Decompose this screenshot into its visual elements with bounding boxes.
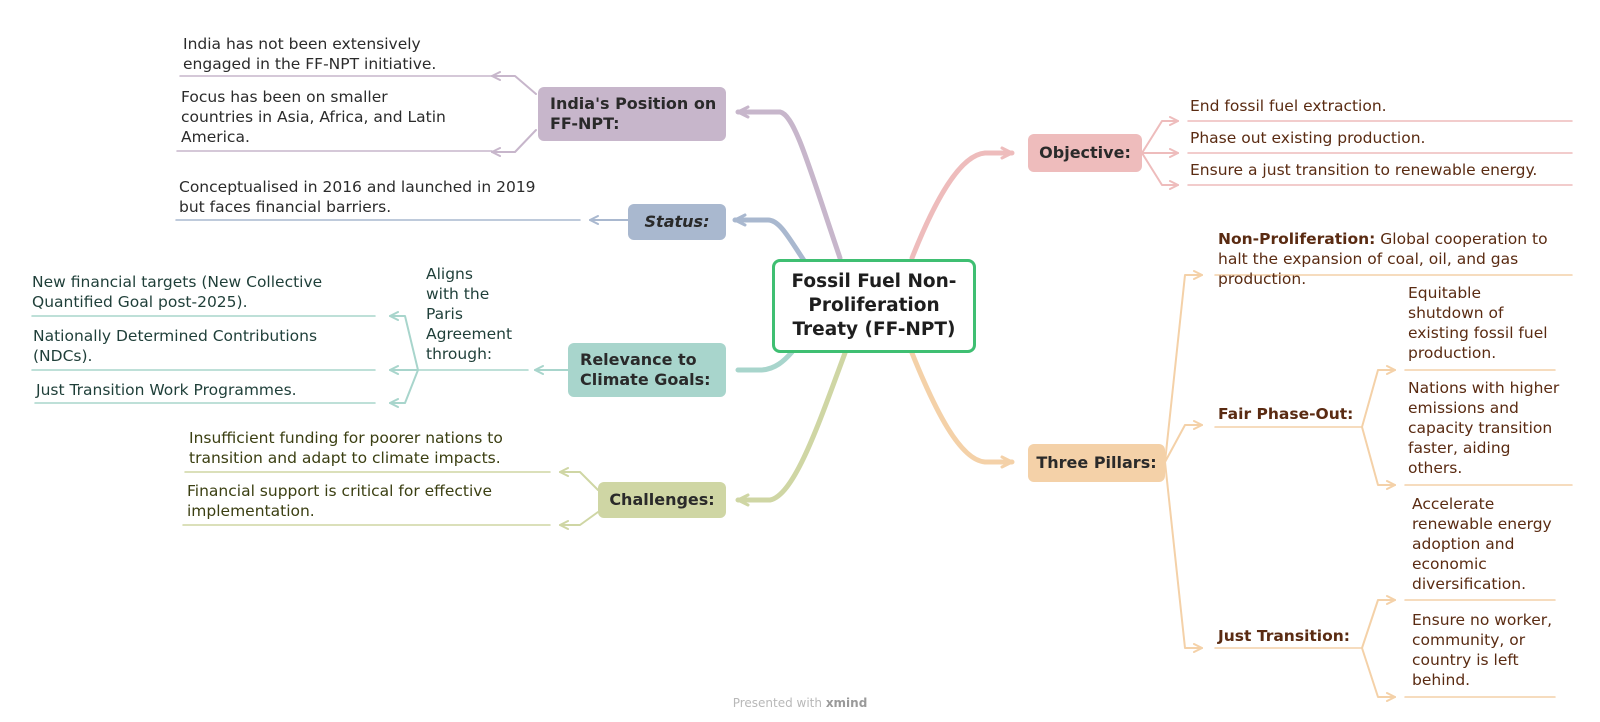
topic-objective[interactable]: Objective: <box>1028 134 1142 172</box>
india-item-2: Focus has been on smaller countries in A… <box>181 88 446 146</box>
fair-phase-out-item-1: Equitable shutdown of existing fossil fu… <box>1408 284 1548 362</box>
xmind-logo: xmind <box>825 696 868 710</box>
just-transition-item-1: Accelerate renewable energy adoption and… <box>1412 495 1552 593</box>
topic-status[interactable]: Status: <box>628 204 726 240</box>
pillar-just-transition-label[interactable]: Just Transition: <box>1218 627 1350 645</box>
footer-watermark: Presented with xmind <box>0 696 1600 710</box>
topic-india-position[interactable]: India's Position on FF-NPT: <box>538 87 726 141</box>
india-item-1: India has not been extensively engaged i… <box>183 35 437 73</box>
objective-item-2: Phase out existing production. <box>1190 129 1426 147</box>
central-topic[interactable]: Fossil Fuel Non- Proliferation Treaty (F… <box>772 259 976 353</box>
objective-item-1: End fossil fuel extraction. <box>1190 97 1387 115</box>
relevance-item-3: Just Transition Work Programmes. <box>36 381 297 399</box>
pillar-non-proliferation: Non-Proliferation: Global cooperation to… <box>1218 209 1578 309</box>
non-proliferation-text-rest: halt the expansion of coal, oil, and gas… <box>1218 250 1519 288</box>
challenges-item-1: Insufficient funding for poorer nations … <box>189 429 503 467</box>
fair-phase-out-item-2: Nations with higher emissions and capaci… <box>1408 379 1560 477</box>
relevance-item-2: Nationally Determined Contributions (NDC… <box>33 327 318 365</box>
topic-challenges[interactable]: Challenges: <box>598 482 726 518</box>
status-item-1: Conceptualised in 2016 and launched in 2… <box>179 178 536 216</box>
just-transition-item-2: Ensure no worker, community, or country … <box>1412 611 1553 689</box>
topic-three-pillars[interactable]: Three Pillars: <box>1028 444 1165 482</box>
non-proliferation-title: Non-Proliferation: <box>1218 230 1376 248</box>
topic-relevance-climate-goals[interactable]: Relevance to Climate Goals: <box>568 343 726 397</box>
footer-prefix: Presented with <box>732 696 826 710</box>
relevance-sub-label: Aligns with the Paris Agreement through: <box>426 265 513 363</box>
non-proliferation-text: Global cooperation to <box>1375 230 1548 248</box>
pillar-fair-phase-out-label[interactable]: Fair Phase-Out: <box>1218 405 1354 423</box>
relevance-item-1: New financial targets (New Collective Qu… <box>32 273 323 311</box>
challenges-item-2: Financial support is critical for effect… <box>187 482 492 520</box>
objective-item-3: Ensure a just transition to renewable en… <box>1190 161 1538 179</box>
